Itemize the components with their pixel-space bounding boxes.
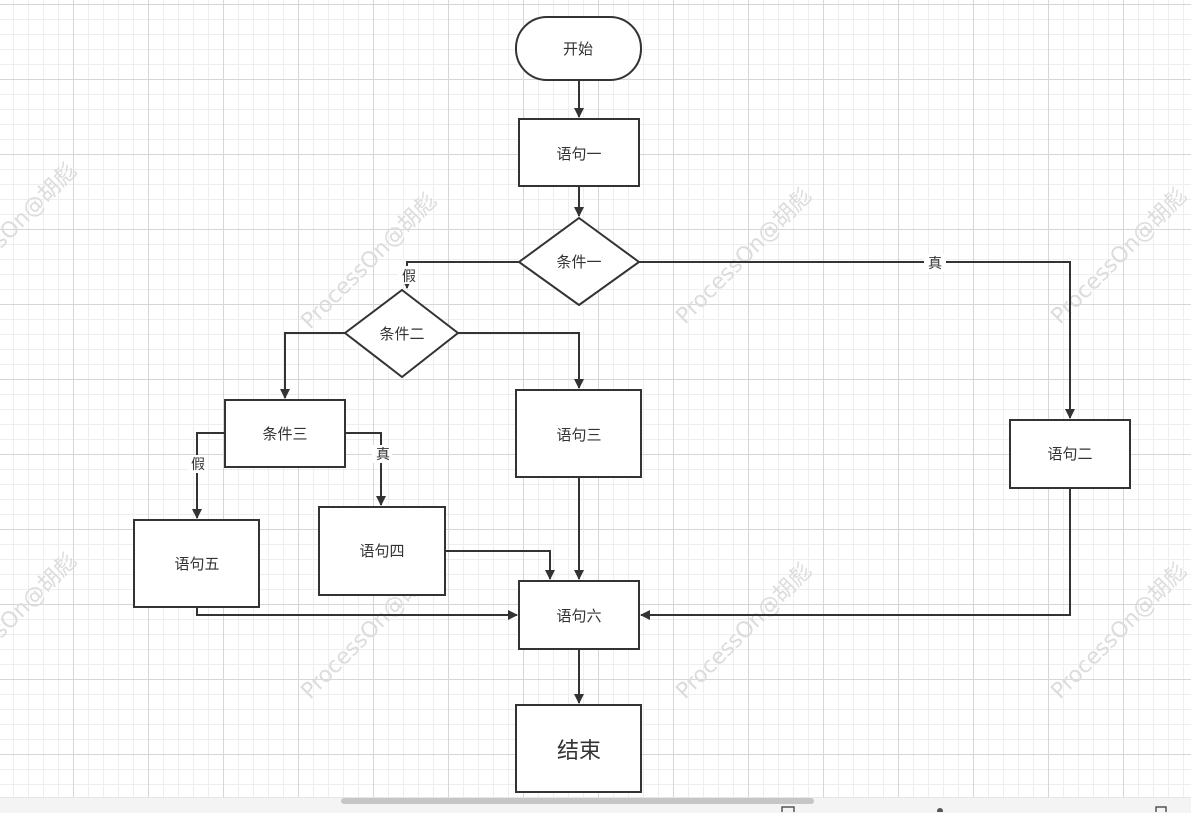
node-start[interactable]	[515, 16, 642, 81]
node-stmt4-label: 语句四	[359, 542, 404, 560]
edge-stmt2-stmt6[interactable]	[640, 488, 1071, 620]
node-cond1[interactable]	[517, 216, 641, 307]
fullscreen-icon[interactable]	[1155, 806, 1167, 812]
edge-label-cond1-false: 假	[402, 269, 416, 285]
node-stmt2[interactable]	[1009, 419, 1131, 489]
watermark: ProcessOn@胡彪	[1047, 559, 1191, 704]
node-stmt5[interactable]	[133, 519, 260, 608]
edge-stmt4-stmt6[interactable]	[445, 550, 555, 580]
node-stmt1-label: 语句一	[556, 145, 601, 163]
watermark: ProcessOn@胡彪	[0, 159, 82, 304]
node-end[interactable]	[515, 704, 642, 793]
watermark: ProcessOn@胡彪	[1047, 184, 1191, 329]
edge-label-cond3-false: 假	[191, 457, 205, 473]
edge-cond2-stmt3[interactable]	[458, 332, 584, 389]
edge-label-cond3-true: 真	[376, 447, 390, 463]
node-stmt1[interactable]	[518, 118, 640, 187]
node-stmt5-label: 语句五	[174, 555, 219, 573]
node-cond3[interactable]	[224, 399, 346, 468]
node-cond2-label: 条件二	[379, 325, 424, 343]
node-cond2[interactable]	[343, 288, 460, 379]
node-start-label: 开始	[563, 40, 593, 58]
edge-label-bg	[924, 254, 946, 272]
watermark: ProcessOn@胡彪	[672, 559, 817, 704]
node-stmt2-label: 语句二	[1047, 445, 1092, 463]
node-stmt3[interactable]	[515, 389, 642, 478]
edge-cond3-stmt4[interactable]	[345, 432, 386, 506]
node-cond1-label: 条件一	[556, 253, 601, 271]
page-icon[interactable]	[781, 806, 795, 812]
edge-label-cond1-true: 真	[928, 256, 942, 272]
node-stmt6[interactable]	[518, 580, 640, 650]
node-stmt3-label: 语句三	[556, 426, 601, 444]
edge-label-bg	[372, 445, 392, 463]
watermark: ProcessOn@胡彪	[672, 184, 817, 329]
edge-cond2-cond3[interactable]	[280, 332, 345, 399]
edge-cond1-cond2[interactable]	[402, 261, 519, 289]
node-stmt4[interactable]	[318, 506, 446, 596]
edge-cond3-stmt5[interactable]	[192, 432, 225, 519]
zoom-icon[interactable]	[937, 808, 943, 812]
edge-stmt5-stmt6[interactable]	[196, 607, 518, 620]
edge-cond1-stmt2[interactable]	[639, 261, 1075, 419]
horizontal-scrollbar[interactable]	[0, 797, 1191, 813]
node-cond3-label: 条件三	[262, 425, 307, 443]
edge-label-bg	[398, 266, 418, 284]
bottom-toolbar-icons	[781, 806, 1167, 812]
watermark: ProcessOn@胡彪	[0, 549, 82, 694]
edge-label-bg	[188, 455, 208, 473]
scrollbar-thumb[interactable]	[341, 798, 814, 804]
node-end-label: 结束	[557, 739, 601, 764]
node-stmt6-label: 语句六	[556, 607, 601, 625]
